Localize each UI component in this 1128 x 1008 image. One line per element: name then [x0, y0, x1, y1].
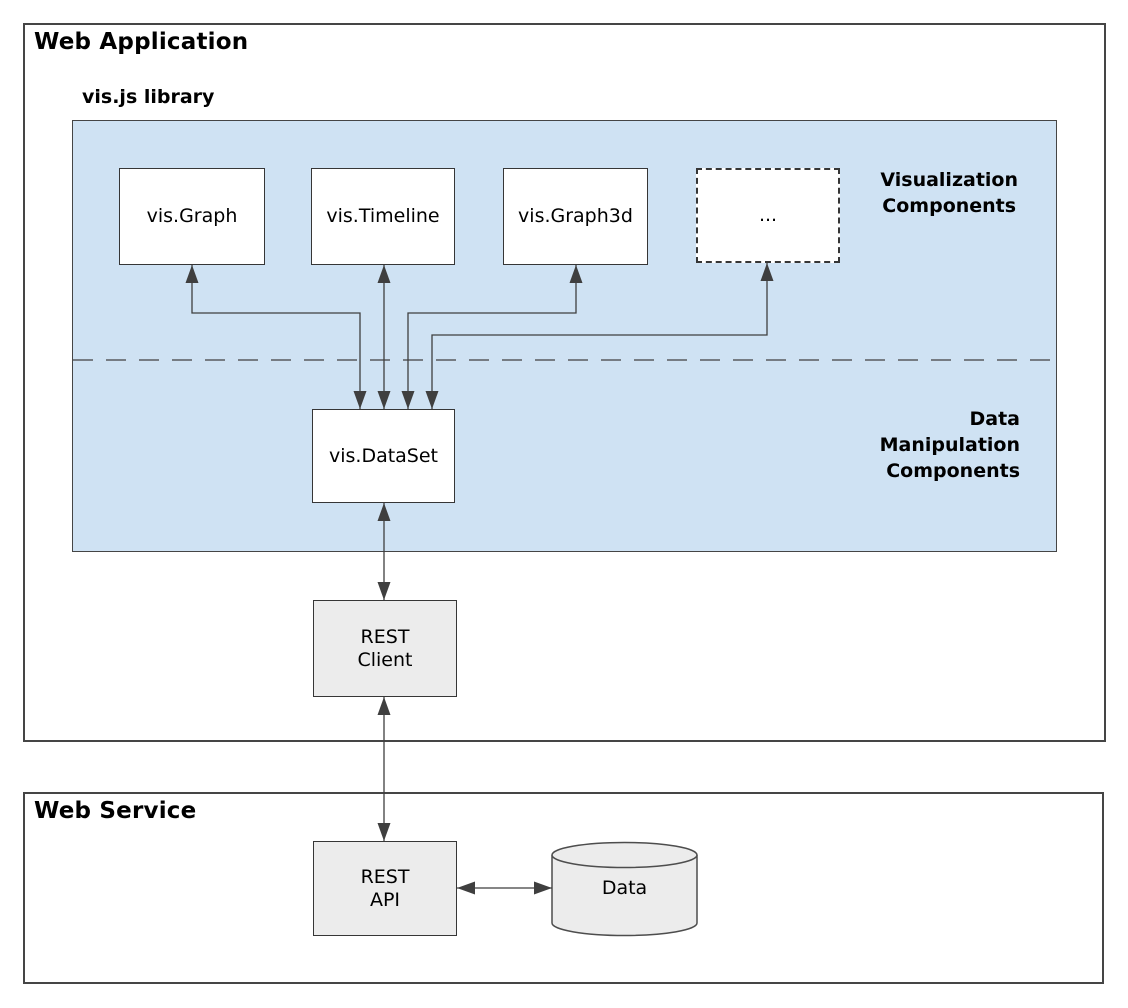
node-more-components[interactable]: ...: [696, 168, 840, 263]
web-service-title: Web Service: [34, 798, 197, 824]
web-application-box: Web Application vis.js library vis.Graph…: [23, 23, 1106, 742]
visjs-library-title: vis.js library: [82, 86, 215, 108]
node-vis-graph3d[interactable]: vis.Graph3d: [503, 168, 648, 265]
node-vis-timeline[interactable]: vis.Timeline: [311, 168, 455, 265]
visualization-components-label: Visualization Components: [880, 169, 1018, 217]
node-more-components-label: ...: [758, 204, 778, 226]
node-vis-dataset-label: vis.DataSet: [328, 444, 439, 467]
data-store-label: Data: [601, 877, 648, 899]
node-rest-client-label: REST Client: [357, 625, 413, 671]
node-vis-graph[interactable]: vis.Graph: [119, 168, 265, 265]
web-application-title: Web Application: [34, 29, 249, 55]
node-vis-timeline-label: vis.Timeline: [326, 205, 440, 227]
node-rest-api-label: REST API: [360, 865, 410, 911]
node-vis-graph-label: vis.Graph: [146, 205, 238, 227]
web-service-box: Web Service REST API: [23, 792, 1104, 984]
node-vis-dataset[interactable]: vis.DataSet: [312, 409, 455, 503]
node-rest-api[interactable]: REST API: [313, 841, 457, 936]
node-rest-client[interactable]: REST Client: [313, 600, 457, 697]
node-vis-graph3d-label: vis.Graph3d: [518, 205, 633, 227]
data-manipulation-components-label: Data Manipulation Components: [879, 408, 1020, 482]
